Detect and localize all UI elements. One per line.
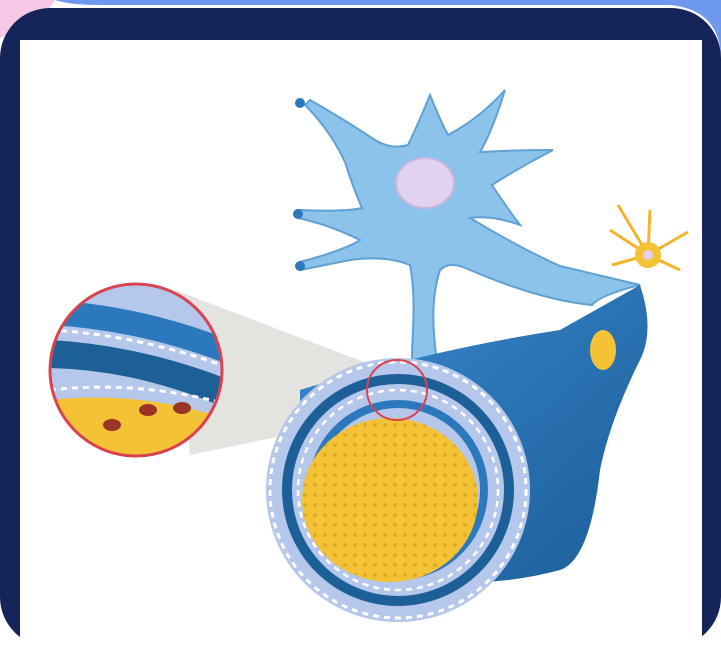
small-neuron-nucleus bbox=[643, 250, 653, 260]
nucleus bbox=[396, 158, 454, 208]
axon-distal-core bbox=[590, 330, 616, 370]
axon-core-texture bbox=[302, 418, 478, 582]
